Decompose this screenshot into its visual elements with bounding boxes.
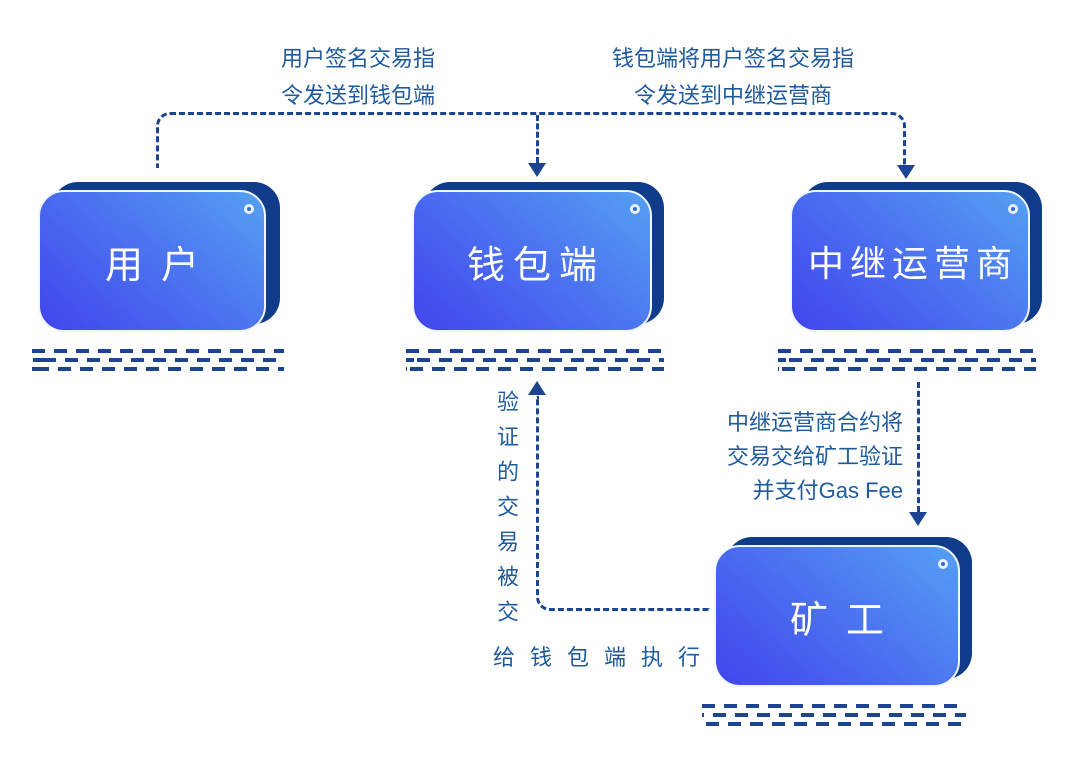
- arrow-top-connector: [156, 112, 906, 168]
- corner-hole-icon: [630, 204, 640, 214]
- shadow-mat-miner: [702, 704, 966, 726]
- node-miner: 矿工: [714, 545, 960, 687]
- arrow-miner-to-wallet: [536, 396, 710, 611]
- arrowhead-into-wallet-bottom-icon: [528, 381, 546, 395]
- node-miner-label: 矿工: [789, 599, 902, 642]
- shadow-mat-relay: [778, 349, 1036, 371]
- node-relay: 中继运营商: [790, 190, 1030, 332]
- edge-label-line: 用户签名交易指: [280, 46, 435, 71]
- corner-hole-icon: [938, 559, 948, 569]
- edge-label-line: 并支付Gas Fee: [752, 478, 903, 503]
- edge-label-relay-to-miner: 中继运营商合约将 交易交给矿工验证 并支付Gas Fee: [700, 406, 903, 508]
- node-user: 用户: [38, 190, 266, 332]
- node-relay-label: 中继运营商: [807, 243, 1018, 284]
- edge-label-user-to-wallet: 用户签名交易指 令发送到钱包端: [233, 40, 483, 114]
- edge-label-miner-to-wallet-vertical: 验证的交易被交: [494, 390, 519, 635]
- node-wallet: 钱包端: [412, 190, 652, 332]
- corner-hole-icon: [1008, 204, 1018, 214]
- edge-label-line: 钱包端将用户签名交易指: [611, 46, 854, 71]
- node-user-label: 用户: [104, 244, 217, 287]
- arrowhead-into-miner-icon: [909, 512, 927, 526]
- edge-label-miner-to-wallet-horizontal: 给钱包端执行: [493, 645, 716, 670]
- edge-label-line: 令发送到钱包端: [280, 83, 435, 108]
- edge-label-wallet-to-relay: 钱包端将用户签名交易指 令发送到中继运营商: [585, 40, 881, 114]
- node-wallet-label: 钱包端: [466, 244, 605, 287]
- edge-label-line: 中继运营商合约将: [726, 410, 903, 435]
- arrow-branch-to-wallet: [536, 115, 539, 163]
- shadow-mat-wallet: [406, 349, 664, 371]
- shadow-mat-user: [32, 349, 284, 371]
- arrowhead-into-relay-icon: [897, 165, 915, 179]
- arrow-relay-to-miner: [917, 382, 920, 512]
- corner-hole-icon: [244, 204, 254, 214]
- edge-label-line: 交易交给矿工验证: [726, 444, 903, 469]
- edge-label-line: 令发送到中继运营商: [633, 83, 832, 108]
- arrowhead-into-wallet-icon: [528, 163, 546, 177]
